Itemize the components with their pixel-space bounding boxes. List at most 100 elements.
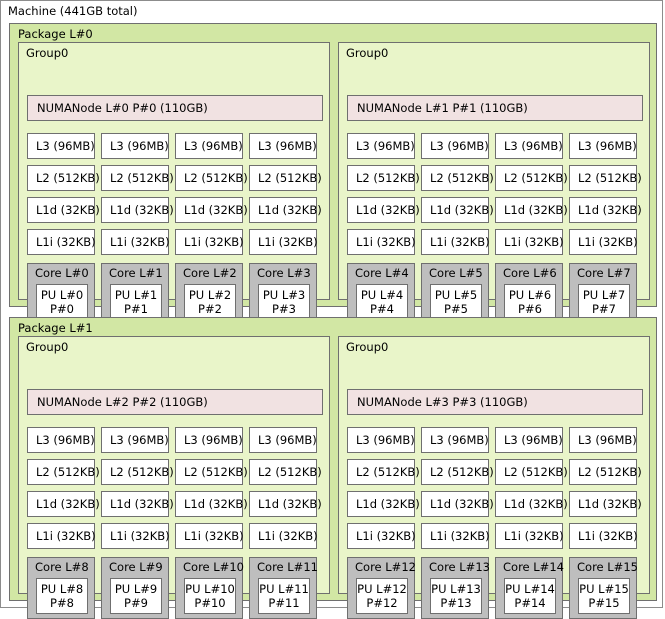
cache-box-l2[interactable]: L2 (512KB) — [249, 459, 322, 485]
cache-box-l1i[interactable]: L1i (32KB) — [27, 523, 96, 549]
cache-box-l3[interactable]: L3 (96MB) — [175, 133, 243, 159]
cache-box-l2[interactable]: L2 (512KB) — [421, 459, 494, 485]
cache-box-l3[interactable]: L3 (96MB) — [347, 133, 415, 159]
cache-box-l1d[interactable]: L1d (32KB) — [175, 491, 248, 517]
cache-box-l1d[interactable]: L1d (32KB) — [421, 491, 494, 517]
cache-box-l1d[interactable]: L1d (32KB) — [175, 197, 248, 223]
cache-box-l1i[interactable]: L1i (32KB) — [175, 523, 244, 549]
cache-box-l1i[interactable]: L1i (32KB) — [495, 523, 564, 549]
cache-box-l1i[interactable]: L1i (32KB) — [175, 229, 244, 255]
cache-box-l1d[interactable]: L1d (32KB) — [249, 491, 322, 517]
cache-box-l1d[interactable]: L1d (32KB) — [347, 197, 420, 223]
cache-box-l1d[interactable]: L1d (32KB) — [569, 491, 642, 517]
cache-box-l2[interactable]: L2 (512KB) — [101, 459, 174, 485]
cache-box-l1d[interactable]: L1d (32KB) — [27, 197, 100, 223]
cache-box-l1i[interactable]: L1i (32KB) — [249, 523, 318, 549]
numanode-box[interactable]: NUMANode L#3 P#3 (110GB) — [347, 389, 643, 415]
cache-box-l1i[interactable]: L1i (32KB) — [569, 229, 638, 255]
cache-box-l1d[interactable]: L1d (32KB) — [495, 491, 568, 517]
cache-box-l1i[interactable]: L1i (32KB) — [101, 523, 170, 549]
cache-box-l3[interactable]: L3 (96MB) — [249, 133, 317, 159]
cache-box-l3[interactable]: L3 (96MB) — [101, 133, 169, 159]
cache-box-l1d[interactable]: L1d (32KB) — [27, 491, 100, 517]
cache-box-l3[interactable]: L3 (96MB) — [27, 133, 95, 159]
cache-box-l2[interactable]: L2 (512KB) — [569, 165, 642, 191]
cache-box-l3[interactable]: L3 (96MB) — [421, 427, 489, 453]
cache-box-l3[interactable]: L3 (96MB) — [421, 133, 489, 159]
cache-box-l3[interactable]: L3 (96MB) — [27, 427, 95, 453]
cache-box-l1d[interactable]: L1d (32KB) — [249, 197, 322, 223]
cache-box-l2[interactable]: L2 (512KB) — [27, 459, 100, 485]
cache-box-l1i[interactable]: L1i (32KB) — [495, 229, 564, 255]
cache-box-l1i[interactable]: L1i (32KB) — [421, 523, 490, 549]
cache-box-l1i[interactable]: L1i (32KB) — [569, 523, 638, 549]
cache-box-l2[interactable]: L2 (512KB) — [495, 459, 568, 485]
cache-box-l1d[interactable]: L1d (32KB) — [569, 197, 642, 223]
cache-box-l2[interactable]: L2 (512KB) — [347, 165, 420, 191]
cache-box-l2[interactable]: L2 (512KB) — [495, 165, 568, 191]
numanode-box[interactable]: NUMANode L#0 P#0 (110GB) — [27, 95, 323, 121]
cache-box-l3[interactable]: L3 (96MB) — [495, 427, 563, 453]
cache-box-l3[interactable]: L3 (96MB) — [347, 427, 415, 453]
cache-box-l2[interactable]: L2 (512KB) — [249, 165, 322, 191]
cache-box-l2[interactable]: L2 (512KB) — [101, 165, 174, 191]
cache-box-l1i[interactable]: L1i (32KB) — [101, 229, 170, 255]
cache-box-l1d[interactable]: L1d (32KB) — [421, 197, 494, 223]
cache-box-l1d[interactable]: L1d (32KB) — [347, 491, 420, 517]
cache-box-l1i[interactable]: L1i (32KB) — [27, 229, 96, 255]
cache-box-l1i[interactable]: L1i (32KB) — [347, 229, 416, 255]
cache-box-l3[interactable]: L3 (96MB) — [175, 427, 243, 453]
cache-box-l2[interactable]: L2 (512KB) — [27, 165, 100, 191]
cache-box-l3[interactable]: L3 (96MB) — [495, 133, 563, 159]
cache-box-l3[interactable]: L3 (96MB) — [569, 427, 637, 453]
cache-box-l2[interactable]: L2 (512KB) — [347, 459, 420, 485]
numanode-box[interactable]: NUMANode L#1 P#1 (110GB) — [347, 95, 643, 121]
cache-box-l2[interactable]: L2 (512KB) — [175, 165, 248, 191]
cache-box-l2[interactable]: L2 (512KB) — [175, 459, 248, 485]
cache-box-l2[interactable]: L2 (512KB) — [421, 165, 494, 191]
cache-box-l2[interactable]: L2 (512KB) — [569, 459, 642, 485]
cache-box-l1d[interactable]: L1d (32KB) — [101, 197, 174, 223]
cache-box-l3[interactable]: L3 (96MB) — [249, 427, 317, 453]
cache-box-l1i[interactable]: L1i (32KB) — [347, 523, 416, 549]
cache-box-l1i[interactable]: L1i (32KB) — [421, 229, 490, 255]
cache-box-l3[interactable]: L3 (96MB) — [569, 133, 637, 159]
cache-box-l1d[interactable]: L1d (32KB) — [101, 491, 174, 517]
